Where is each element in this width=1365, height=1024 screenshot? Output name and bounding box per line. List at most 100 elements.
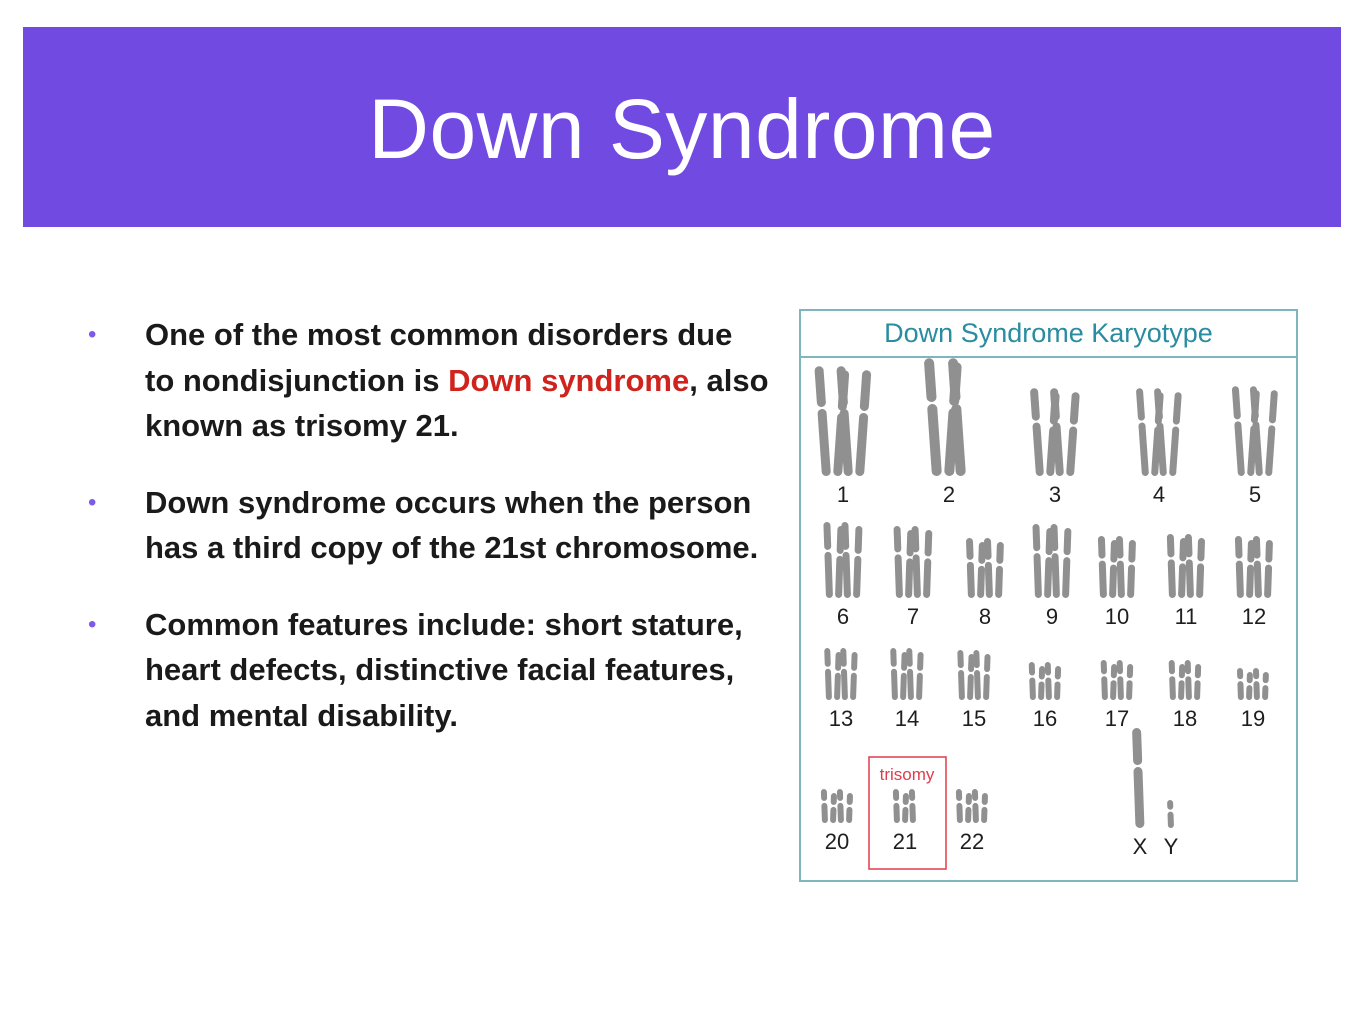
chromosome-18-arm [1194, 680, 1201, 701]
chromosome-10-arm [1127, 564, 1136, 599]
chromosome-14-group [890, 648, 924, 701]
chromosome-9-arm [1050, 524, 1059, 552]
chromosome-16-arm [1054, 681, 1061, 701]
chromosome-14-arm [907, 668, 914, 701]
chromosome-18-arm [1178, 680, 1185, 701]
chromosome-19-group [1236, 668, 1269, 701]
chromosome-13-arm [825, 668, 832, 701]
bullet-icon: • [88, 321, 97, 348]
chromosome-18-arm [1194, 664, 1202, 679]
chromosome-10-group [1097, 536, 1136, 599]
chromosome-21-label: 21 [893, 829, 917, 854]
chromosome-5-arm [1268, 390, 1278, 424]
chromosome-19-arm [1246, 685, 1253, 701]
chromosome-20-arm [836, 789, 844, 801]
chromosome-15-arm [967, 674, 974, 701]
chromosome-16-arm [1054, 666, 1062, 680]
chromosome-19-arm [1246, 672, 1253, 684]
chromosome-16-arm [1044, 662, 1052, 676]
chromosome-11-arm [1196, 563, 1205, 599]
chromosome-9-arm [1032, 524, 1041, 552]
chromosome-14-arm [901, 652, 908, 671]
chromosome-11-arm [1184, 534, 1193, 558]
chromosome-13-arm [840, 648, 847, 667]
chromosome-19-label: 19 [1241, 706, 1265, 731]
chromosome-4-arm [1138, 422, 1149, 477]
chromosome-y-label: Y [1164, 834, 1179, 859]
bullet-text: Common features include: short stature, … [145, 606, 743, 733]
chromosome-8-arm [984, 561, 993, 599]
chromosome-21-arm [893, 802, 900, 824]
chromosome-x-label: X [1133, 834, 1148, 859]
chromosome-6-arm [842, 551, 851, 599]
chromosome-19-arm [1262, 685, 1269, 701]
chromosome-22-arm [956, 802, 963, 824]
chromosome-1-arm [817, 408, 831, 477]
chromosome-y-arm [1167, 800, 1174, 810]
chromosome-22-group [955, 789, 988, 824]
chromosome-20-arm [830, 806, 837, 824]
chromosome-18-group [1168, 660, 1202, 701]
chromosome-22-arm [955, 789, 963, 801]
chromosome-12-arm [1252, 536, 1261, 559]
chromosome-9-arm [1044, 557, 1053, 599]
chromosome-5-group [1231, 386, 1278, 477]
chromosome-11-arm [1167, 559, 1176, 599]
chromosome-10-arm [1110, 540, 1118, 563]
chromosome-5-arm [1231, 386, 1241, 420]
chromosome-20-arm [821, 802, 828, 824]
chromosome-16-group [1028, 662, 1062, 701]
chromosome-6-group [823, 522, 863, 599]
chromosome-3-arm [1030, 388, 1040, 421]
chromosome-4-arm [1169, 426, 1180, 477]
chromosome-16-arm [1038, 681, 1045, 701]
chromosome-5-arm [1252, 421, 1263, 477]
chromosome-8-group [966, 538, 1004, 599]
chromosome-13-group [824, 648, 858, 701]
chromosome-11-group [1166, 534, 1205, 599]
chromosome-8-arm [966, 561, 975, 599]
chromosome-20-label: 20 [825, 829, 849, 854]
chromosome-6-arm [853, 555, 862, 599]
chromosome-15-group [957, 650, 991, 701]
chromosome-12-arm [1247, 540, 1255, 563]
chromosome-10-arm [1115, 536, 1124, 559]
bullet-item: • Down syndrome occurs when the person h… [80, 480, 770, 571]
chromosome-14-arm [891, 668, 898, 701]
chromosome-2-arm [924, 358, 937, 403]
trisomy-highlight-box [868, 756, 947, 870]
chromosome-1-arm [814, 366, 826, 407]
chromosome-9-arm [1051, 553, 1060, 599]
chromosome-17-arm [1117, 676, 1124, 701]
chromosome-4-group [1136, 388, 1182, 477]
chromosome-22-arm [965, 806, 972, 824]
chromosome-15-arm [958, 670, 965, 701]
slide-title: Down Syndrome [368, 81, 996, 176]
chromosome-16-arm [1029, 677, 1036, 701]
chromosome-9-arm [1063, 528, 1072, 556]
chromosome-15-arm [973, 650, 980, 669]
chromosome-3-arm [1052, 422, 1064, 477]
chromosome-x-arm [1133, 767, 1145, 829]
chromosome-19-arm [1236, 668, 1244, 680]
chromosome-14-label: 14 [895, 706, 919, 731]
chromosome-7-arm [924, 530, 933, 557]
chromosome-20-arm [846, 806, 853, 824]
chromosome-3-label: 3 [1049, 482, 1061, 507]
chromosome-11-arm [1179, 538, 1187, 562]
chromosome-11-arm [1197, 538, 1205, 562]
chromosome-22-arm [972, 802, 979, 824]
chromosome-1-arm [839, 408, 853, 477]
chromosome-7-arm [905, 558, 914, 599]
bullet-list: • One of the most common disorders due t… [80, 312, 770, 769]
chromosome-18-label: 18 [1173, 706, 1197, 731]
chromosome-1-arm [859, 370, 872, 411]
chromosome-22-label: 22 [960, 829, 984, 854]
chromosome-13-arm [835, 652, 842, 671]
chromosome-7-label: 7 [907, 604, 919, 629]
chromosome-14-arm [906, 648, 913, 667]
chromosome-9-arm [1033, 553, 1042, 599]
chromosome-8-arm [984, 538, 992, 560]
chromosome-2-arm [951, 404, 966, 477]
bullet-text: Down syndrome occurs when the person has… [145, 484, 759, 566]
